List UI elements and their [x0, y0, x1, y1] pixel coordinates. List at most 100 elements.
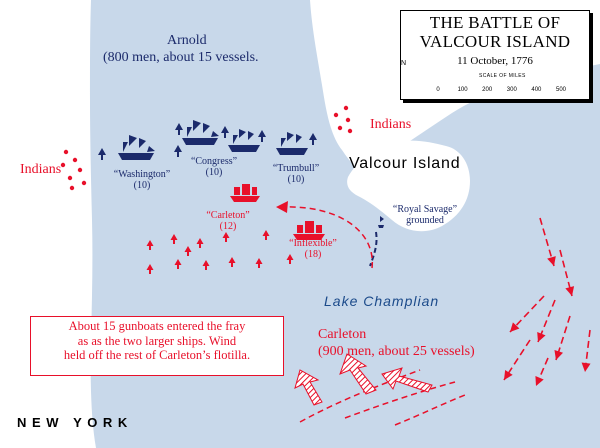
british-gunboat-icon — [146, 240, 154, 250]
american-gunboat-sail — [98, 148, 106, 160]
indian-dot — [67, 175, 73, 181]
british-gunboat-sail — [262, 230, 270, 240]
american-gunboat-icon — [98, 148, 106, 160]
ship-carleton-icon — [230, 184, 260, 202]
indian-dot — [63, 149, 69, 155]
scale-tick-400: 400 — [531, 87, 542, 93]
arnold-strength: (800 men, about 15 vessels. — [103, 50, 259, 65]
british-attack-arrows — [503, 217, 591, 387]
scale-tick-300: 300 — [506, 87, 517, 93]
british-gunboat-icon — [174, 259, 182, 269]
indians-east-label: Indians — [370, 117, 412, 132]
carleton-strength: (900 men, about 25 vessels) — [318, 344, 475, 359]
british-gunboat-icon — [146, 264, 154, 274]
congress-label: “Congress” (10) — [184, 156, 244, 178]
british-fleet — [230, 184, 325, 240]
washington-name: “Washington” — [113, 169, 171, 180]
american-gunboat-sail — [221, 126, 229, 138]
american-gunboat-sail — [174, 145, 182, 157]
british-gunboat-icon — [228, 257, 236, 267]
carleton-ship-label: “Carleton” (12) — [198, 210, 258, 232]
british-gunboat-sail — [184, 246, 192, 256]
indian-dot — [337, 125, 343, 131]
map-date: 11 October, 1776 — [457, 55, 533, 67]
ship-congress-icon — [182, 120, 219, 145]
attack-arrowhead — [547, 256, 556, 266]
fleet-arrow-2 — [339, 353, 377, 395]
attack-arrow-shaft — [509, 295, 545, 333]
trumbull-label: “Trumbull” (10) — [266, 163, 326, 185]
royal-savage-name: “Royal Savage” — [392, 204, 458, 215]
indian-dot — [60, 162, 66, 168]
inflexible-name: “Inflexible” — [289, 238, 337, 249]
royal-savage-track — [369, 231, 378, 267]
british-gunboat-sail — [255, 258, 263, 268]
indian-positions — [60, 105, 353, 191]
note-line1: About 15 gunboats entered the fray — [68, 319, 246, 333]
trumbull-name: “Trumbull” — [272, 163, 320, 174]
ship-washington-icon — [118, 135, 155, 160]
note-box: About 15 gunboats entered the fray as as… — [30, 316, 284, 376]
inflexible-label: “Inflexible” (18) — [278, 238, 348, 260]
main-fleet-arrows — [294, 353, 433, 406]
ship-inflexible-icon — [293, 221, 325, 240]
american-gunboat-icon — [221, 126, 229, 138]
british-gunboat-icon — [262, 230, 270, 240]
attack-arrowhead — [565, 286, 575, 296]
royal-savage-status: grounded — [406, 215, 444, 226]
scale-tick-0: 0 — [436, 87, 440, 93]
attack-arrowhead — [537, 331, 546, 342]
attack-arrowhead — [554, 350, 564, 360]
indian-dot — [81, 180, 87, 186]
scale-label: SCALE OF MILES — [479, 73, 526, 79]
british-gunboat-sail — [196, 238, 204, 248]
british-gunboat-icon — [196, 238, 204, 248]
british-gunboat-sail — [222, 232, 230, 242]
british-gunboat-icon — [255, 258, 263, 268]
british-gunboat-icon — [184, 246, 192, 256]
british-approach-paths — [281, 206, 466, 426]
fleet-arrow-3 — [381, 367, 433, 393]
carleton-commander-label: Carleton — [318, 327, 367, 342]
congress-guns: (10) — [205, 167, 223, 178]
carleton-ship-name: “Carleton” — [206, 210, 250, 221]
indian-dot — [347, 128, 353, 134]
scale-tick-200: 200 — [482, 87, 493, 93]
british-gunboat-icon — [222, 232, 230, 242]
american-gunboat-sail — [309, 133, 317, 145]
american-gunboat-sail — [258, 130, 266, 142]
new-york-label: N E W Y O R K — [17, 415, 129, 430]
american-gunboats — [98, 123, 317, 160]
attack-arrowhead — [535, 375, 544, 386]
valcour-island-label: Valcour Island — [349, 155, 461, 172]
washington-guns: (10) — [133, 180, 151, 191]
map-legend-box: THE BATTLE OF VALCOUR ISLAND 11 October,… — [400, 10, 590, 100]
american-gunboat-icon — [258, 130, 266, 142]
british-gunboat-sail — [146, 264, 154, 274]
congress-name: “Congress” — [190, 156, 238, 167]
attack-arrowhead — [504, 370, 513, 380]
american-gunboat-icon — [174, 145, 182, 157]
attack-arrowhead — [510, 322, 520, 332]
british-gunboats — [146, 230, 294, 274]
note-line3: held off the rest of Carleton’s flotilla… — [63, 348, 251, 362]
attack-arrow-shaft — [539, 217, 555, 267]
map-title-line1: THE BATTLE OF — [429, 13, 561, 32]
fleet-arrow-1 — [294, 369, 323, 406]
british-gunboat-sail — [286, 254, 294, 264]
ship-congress-2-icon — [228, 129, 260, 152]
american-gunboat-icon — [175, 123, 183, 135]
american-gunboat-icon — [309, 133, 317, 145]
american-fleet — [118, 120, 308, 160]
british-gunboat-sail — [146, 240, 154, 250]
indian-dot — [72, 157, 78, 163]
royal-savage-label: “Royal Savage” grounded — [385, 204, 465, 226]
valcour-island — [347, 140, 470, 232]
carleton-ship-guns: (12) — [219, 221, 237, 232]
british-gunboat-icon — [202, 260, 210, 270]
british-gunboat-icon — [170, 234, 178, 244]
note-line2: as as the two larger ships. Wind — [77, 333, 237, 348]
ship-trumbull-icon — [276, 132, 308, 155]
scale-tick-500: 500 — [555, 87, 567, 93]
